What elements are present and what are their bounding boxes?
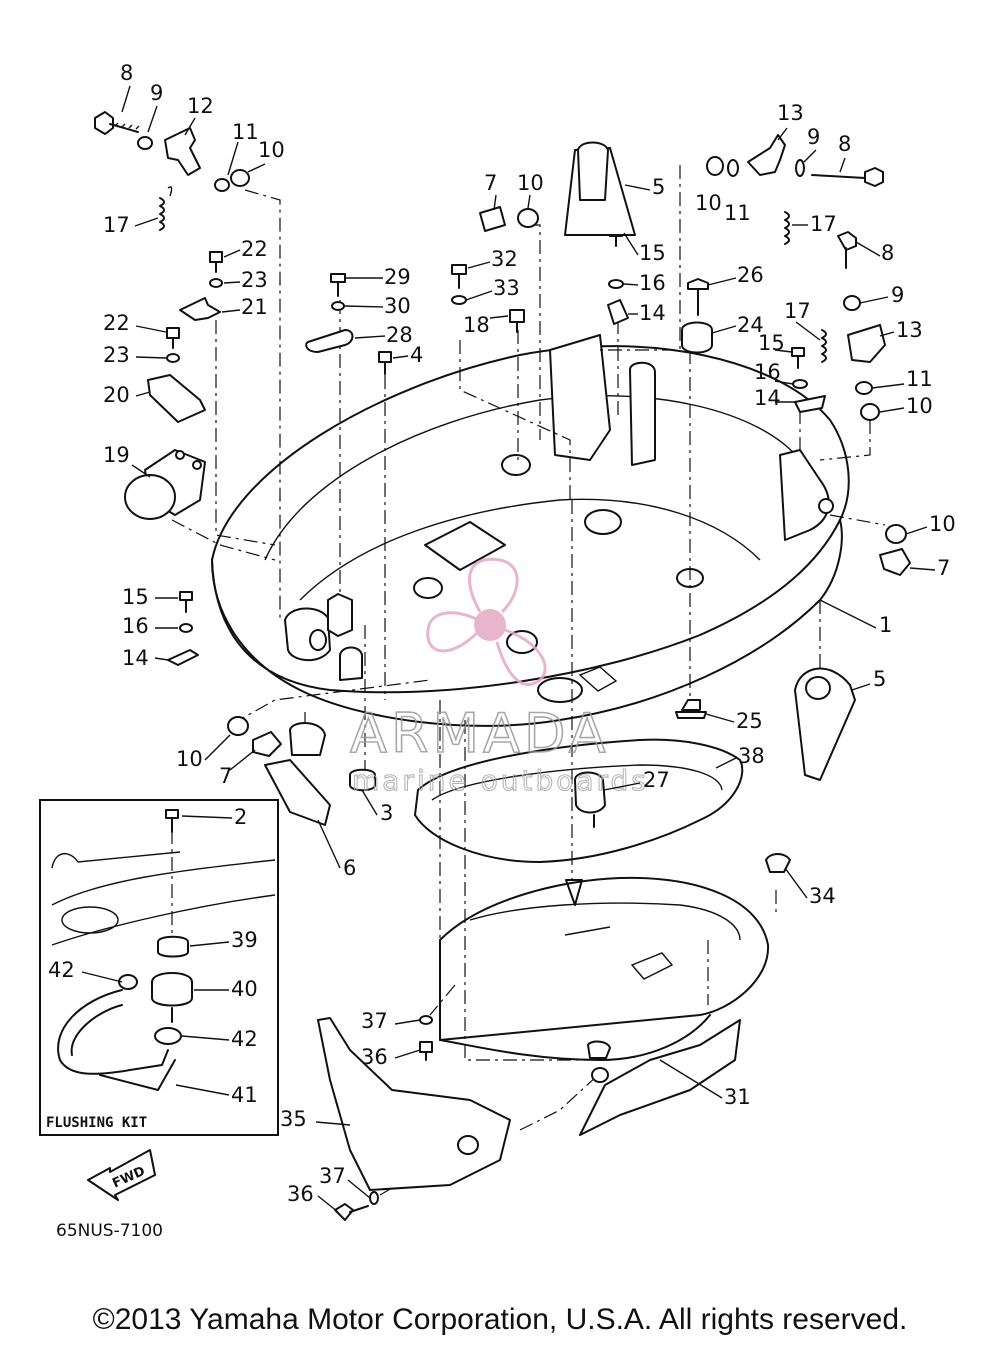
part-label: 10 xyxy=(517,171,544,195)
flushing-kit-title: FLUSHING KIT xyxy=(46,1115,147,1131)
watermark-subtitle: marine outboards xyxy=(352,764,649,797)
part-label: 24 xyxy=(737,313,764,337)
part-label: 35 xyxy=(280,1107,307,1131)
watermark: ARMADA marine outboards xyxy=(349,557,649,798)
part-label: 26 xyxy=(737,263,764,287)
part-label: 22 xyxy=(241,237,268,261)
hardware-parts xyxy=(94,111,911,826)
lower-parts xyxy=(317,738,791,1221)
part-label: 10 xyxy=(176,747,203,771)
part-label: 9 xyxy=(891,283,904,307)
part-label: 18 xyxy=(463,313,490,337)
part-label: 16 xyxy=(639,271,666,295)
part-label: 6 xyxy=(343,856,356,880)
part-label: 37 xyxy=(319,1164,346,1188)
part-label: 9 xyxy=(807,125,820,149)
copyright-footer: ©2013 Yamaha Motor Corporation, U.S.A. A… xyxy=(92,1303,908,1336)
part-label: 32 xyxy=(491,247,518,271)
part-label: 11 xyxy=(724,201,751,225)
part-label: 8 xyxy=(838,132,851,156)
part-label: 31 xyxy=(724,1085,751,1109)
part-label: 14 xyxy=(639,301,666,325)
flushing-kit-inset: FLUSHING KIT xyxy=(39,799,279,1136)
part-label: 15 xyxy=(639,241,666,265)
bottom-cowling xyxy=(211,334,850,727)
part-label: 2 xyxy=(234,805,247,829)
part-label: 22 xyxy=(103,311,130,335)
part-label: 17 xyxy=(810,212,837,236)
label-leaders xyxy=(81,85,936,1213)
part-label: 34 xyxy=(809,884,836,908)
part-label: 37 xyxy=(361,1009,388,1033)
part-label: 9 xyxy=(150,81,163,105)
part-label: 14 xyxy=(754,386,781,410)
part-label: 11 xyxy=(906,367,933,391)
part-label: 23 xyxy=(103,343,130,367)
part-label: 17 xyxy=(103,213,130,237)
part-label: 25 xyxy=(736,709,763,733)
part-label: 5 xyxy=(873,667,886,691)
part-label: 16 xyxy=(122,614,149,638)
part-label: 16 xyxy=(754,360,781,384)
propeller-logo-icon xyxy=(426,557,547,686)
part-label: 17 xyxy=(784,299,811,323)
part-label: 10 xyxy=(258,138,285,162)
forward-arrow-icon: FWD xyxy=(87,1149,156,1201)
part-label: 1 xyxy=(879,613,892,637)
part-label: 13 xyxy=(896,318,923,342)
part-label: 13 xyxy=(777,101,804,125)
part-label: 39 xyxy=(231,928,258,952)
part-label: 38 xyxy=(738,744,765,768)
part-labels: 1 2 3 4 5 5 6 7 7 7 8 8 8 9 9 9 10 10 10… xyxy=(48,61,956,1206)
part-label: 36 xyxy=(361,1045,388,1069)
part-label: 20 xyxy=(103,383,130,407)
part-label: 7 xyxy=(937,556,950,580)
part-label: 7 xyxy=(484,171,497,195)
part-label: 42 xyxy=(48,958,75,982)
part-label: 10 xyxy=(695,191,722,215)
part-label: 30 xyxy=(384,294,411,318)
part-label: 29 xyxy=(384,265,411,289)
part-label: 12 xyxy=(187,94,214,118)
part-label: 3 xyxy=(380,801,393,825)
part-label: 36 xyxy=(287,1182,314,1206)
part-label: 10 xyxy=(929,512,956,536)
part-label: 4 xyxy=(410,343,423,367)
part-label: 15 xyxy=(122,585,149,609)
part-label: 8 xyxy=(120,61,133,85)
part-label: 41 xyxy=(231,1083,258,1107)
watermark-title: ARMADA xyxy=(350,702,610,765)
part-label: 21 xyxy=(241,295,268,319)
assembly-lines xyxy=(171,165,886,1196)
part-label: 33 xyxy=(493,276,520,300)
part-label: 8 xyxy=(881,241,894,265)
part-label: 5 xyxy=(652,175,665,199)
part-label: 23 xyxy=(241,268,268,292)
part-label: 19 xyxy=(103,443,130,467)
part-label: 10 xyxy=(906,394,933,418)
part-label: 27 xyxy=(643,768,670,792)
part-label: 42 xyxy=(231,1027,258,1051)
part-label: 7 xyxy=(219,764,232,788)
part-label: 11 xyxy=(232,120,259,144)
part-label: 40 xyxy=(231,977,258,1001)
part-label: 14 xyxy=(122,646,149,670)
drawing-code: 65NUS-7100 xyxy=(56,1221,163,1241)
part-label: 28 xyxy=(386,323,413,347)
